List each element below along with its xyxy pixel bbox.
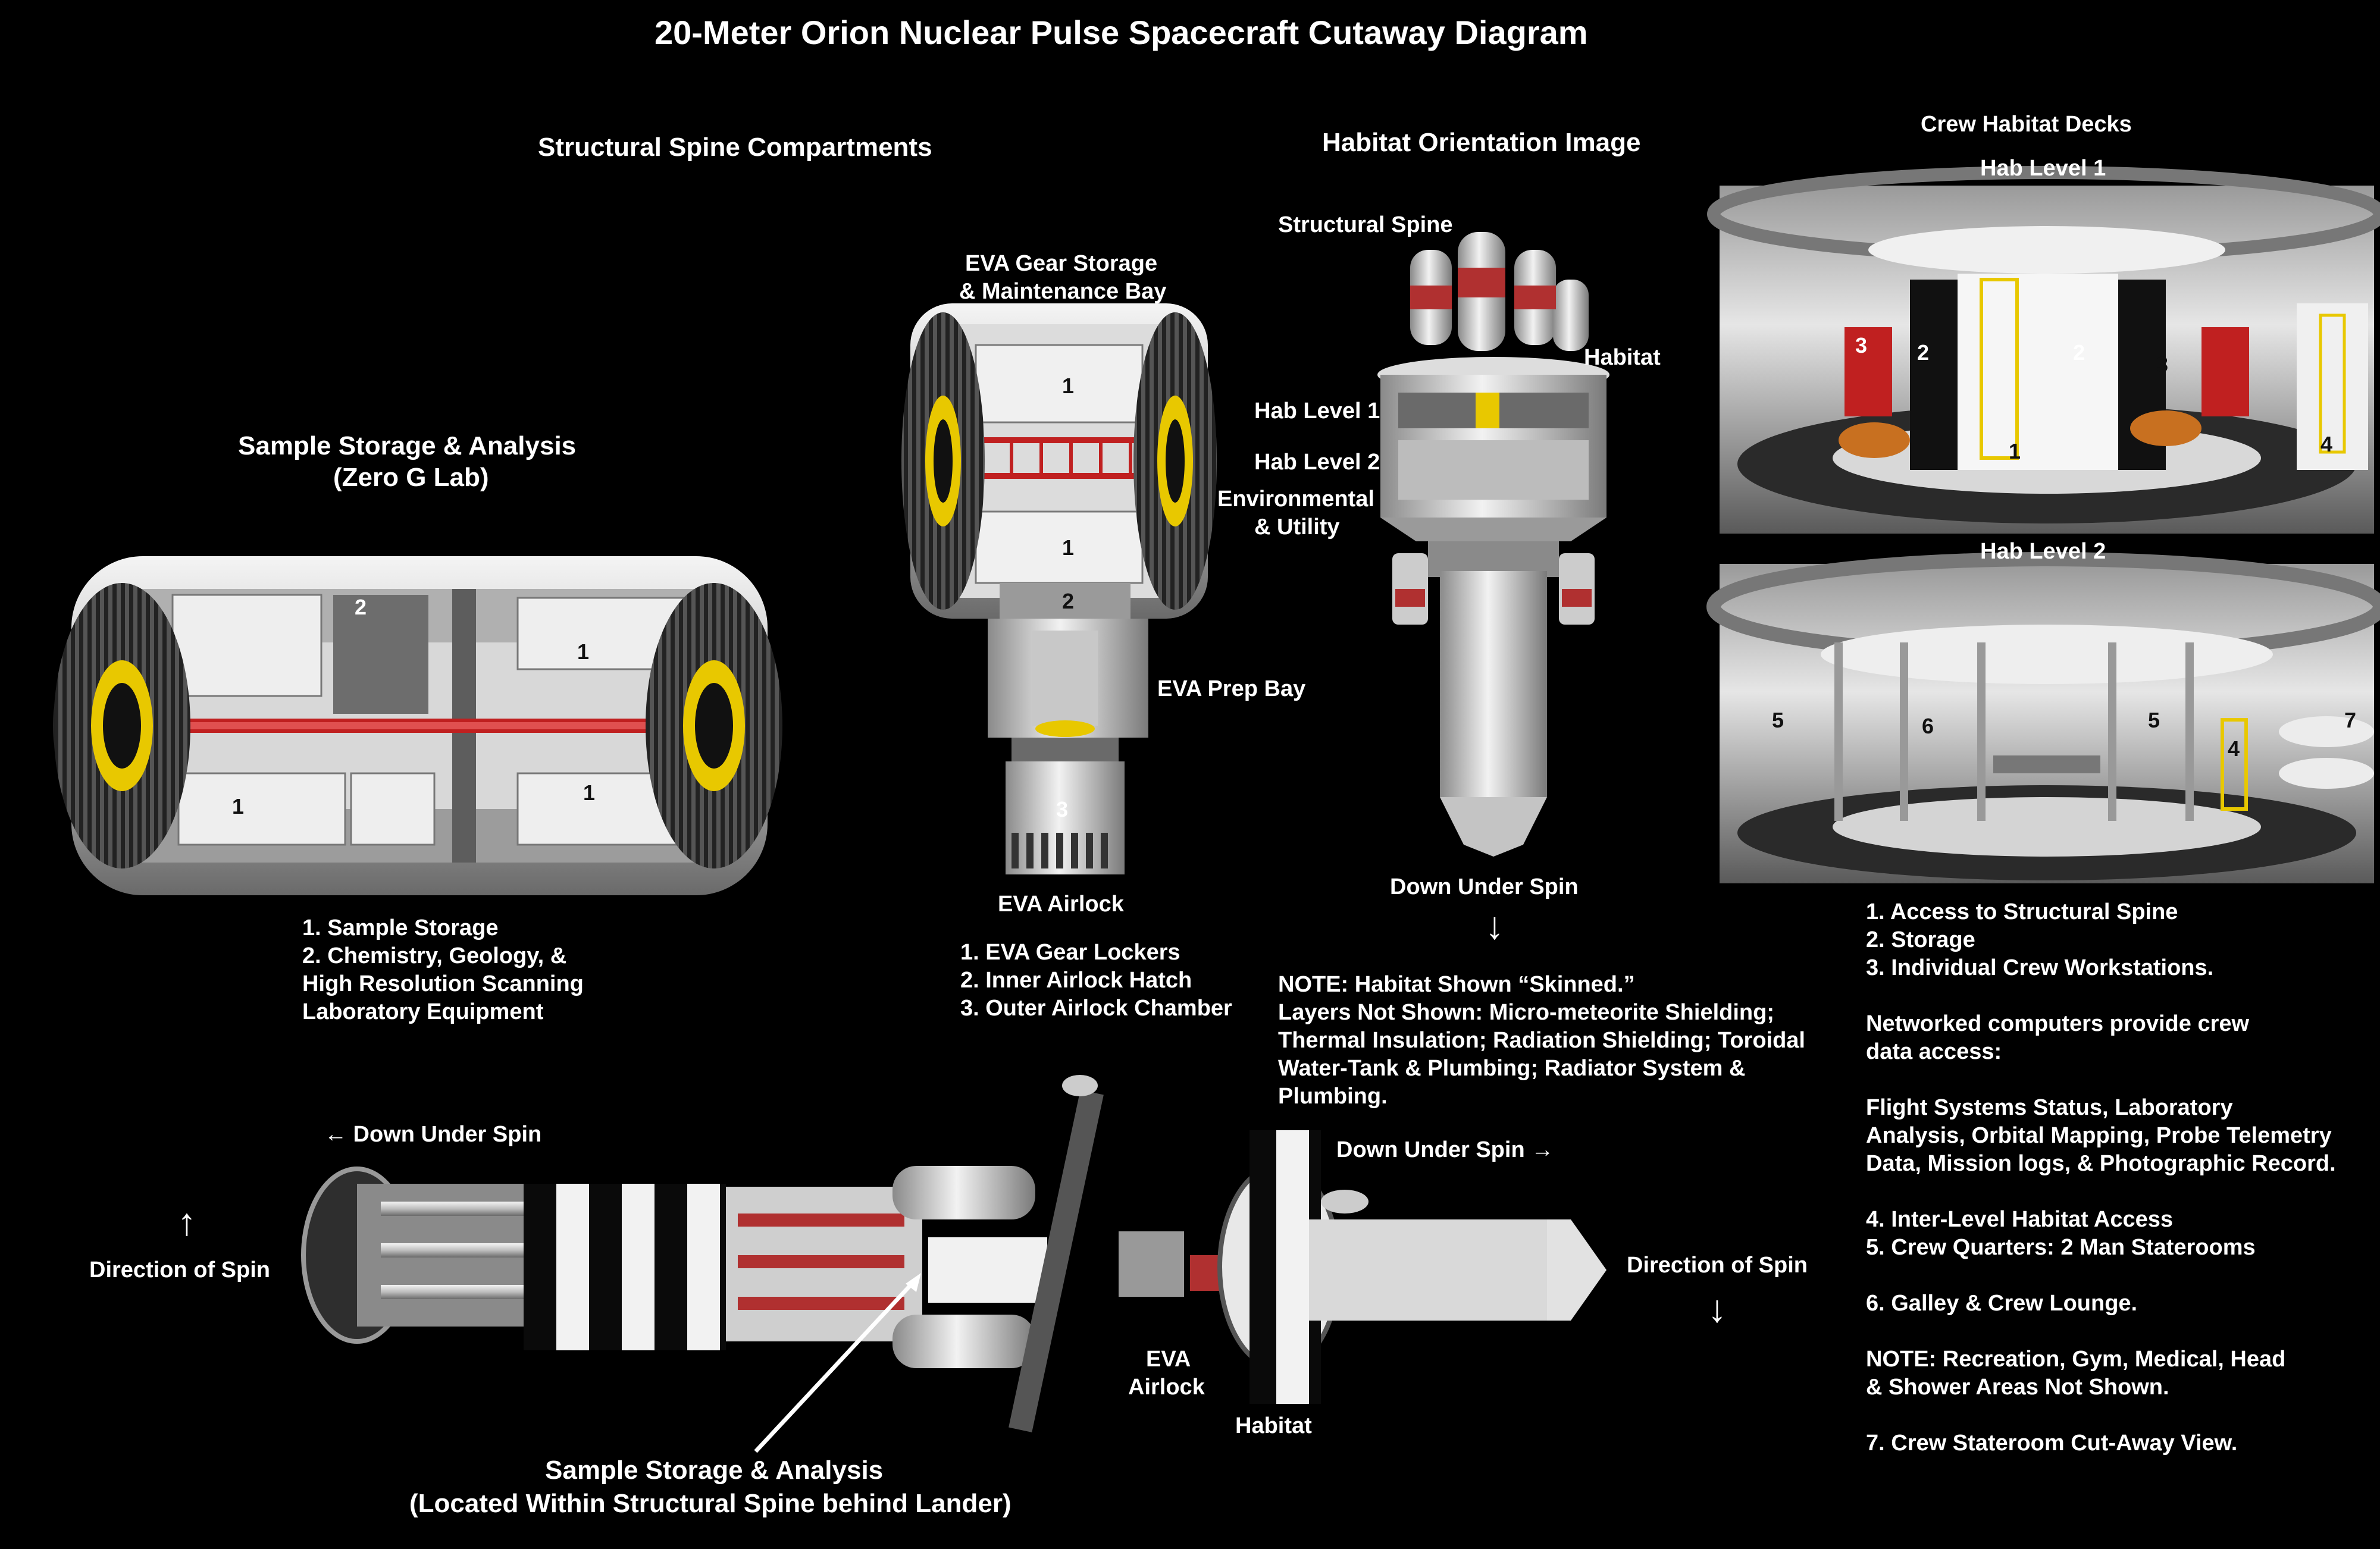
sample-storage-pointer xyxy=(754,1277,918,1453)
legend-line: Flight Systems Status, Laboratory xyxy=(1866,1095,2233,1120)
zero-g-lab-illustration xyxy=(54,556,782,895)
orientation-note-line: Plumbing. xyxy=(1278,1084,1388,1109)
legend-spacer xyxy=(1866,1066,2336,1094)
eva-marker-1: 1 xyxy=(1062,535,1075,560)
legend-spacer xyxy=(1866,1401,2336,1429)
legend-spacer xyxy=(1866,982,2336,1010)
lab-legend-item: High Resolution Scanning xyxy=(302,971,584,996)
page-title: 20-Meter Orion Nuclear Pulse Spacecraft … xyxy=(654,14,1588,51)
up-arrow-icon: ↑ xyxy=(177,1200,196,1243)
deck-hab-level-2-label: Hab Level 2 xyxy=(1980,539,2106,564)
deck1-marker: 3 xyxy=(1855,333,1868,358)
habitat-orientation-illustration xyxy=(1377,232,1609,857)
lab-legend-item: 2. Chemistry, Geology, & xyxy=(302,943,567,968)
orientation-habitat-label: Habitat xyxy=(1584,345,1661,370)
orientation-down-under-spin: Down Under Spin xyxy=(1390,874,1579,899)
legend-line: Networked computers provide crew xyxy=(1866,1011,2250,1036)
eva-legend-item: 3. Outer Airlock Chamber xyxy=(960,996,1232,1021)
eva-prep-bay-label: EVA Prep Bay xyxy=(1157,676,1306,701)
ship-sample-storage-label: Sample Storage & Analysis xyxy=(545,1456,884,1485)
ship-direction-of-spin-left: Direction of Spin xyxy=(89,1258,270,1283)
section-structural-spine-compartments: Structural Spine Compartments xyxy=(538,133,932,162)
ship-direction-of-spin-right: Direction of Spin xyxy=(1627,1253,1808,1278)
legend-line: 7. Crew Stateroom Cut-Away View. xyxy=(1866,1431,2238,1456)
legend-line: & Shower Areas Not Shown. xyxy=(1866,1375,2169,1400)
orientation-note-line: NOTE: Habitat Shown “Skinned.” xyxy=(1278,972,1635,997)
deck1-marker: 1 xyxy=(2009,439,2021,463)
ship-sample-storage-label: (Located Within Structural Spine behind … xyxy=(409,1489,1012,1518)
lab-marker-1: 1 xyxy=(583,780,596,805)
eva-legend-item: 1. EVA Gear Lockers xyxy=(960,940,1180,965)
section-crew-habitat-decks: Crew Habitat Decks xyxy=(1921,112,2132,137)
orientation-environmental-label: & Utility xyxy=(1254,515,1340,540)
lab-title: Sample Storage & Analysis xyxy=(238,431,577,460)
down-arrow-icon: ↓ xyxy=(1708,1287,1727,1330)
legend-line: NOTE: Recreation, Gym, Medical, Head xyxy=(1866,1347,2286,1372)
legend-line: 1. Access to Structural Spine xyxy=(1866,899,2178,924)
deck1-marker: 4 xyxy=(2320,432,2333,456)
orientation-note-line: Layers Not Shown: Micro-meteorite Shield… xyxy=(1278,1000,1774,1025)
spacecraft-side-view-illustration xyxy=(301,1075,1606,1432)
legend-line: 2. Storage xyxy=(1866,927,1975,952)
legend-line: 6. Galley & Crew Lounge. xyxy=(1866,1291,2138,1316)
legend-spacer xyxy=(1866,1178,2336,1206)
lab-legend-item: Laboratory Equipment xyxy=(302,999,544,1024)
legend-line: Analysis, Orbital Mapping, Probe Telemet… xyxy=(1866,1123,2332,1148)
ship-eva-airlock-label: Airlock xyxy=(1128,1375,1205,1400)
ship-down-under-spin-right: Down Under Spin → xyxy=(1336,1137,1554,1162)
hab-level-1-render xyxy=(1707,166,2380,534)
lab-subtitle: (Zero G Lab) xyxy=(333,463,489,492)
eva-marker-1: 1 xyxy=(1062,374,1075,398)
deck2-marker: 5 xyxy=(1772,708,1784,732)
legend-spacer xyxy=(1866,1318,2336,1346)
legend-line: 5. Crew Quarters: 2 Man Staterooms xyxy=(1866,1235,2256,1260)
deck2-marker: 6 xyxy=(1922,714,1934,738)
eva-compartments-illustration xyxy=(901,303,1217,874)
orientation-note-line: Thermal Insulation; Radiation Shielding;… xyxy=(1278,1028,1805,1053)
deck1-marker: 3 xyxy=(2156,352,2169,377)
deck2-marker: 4 xyxy=(2228,736,2240,761)
deck2-marker: 5 xyxy=(2148,708,2160,732)
down-arrow-icon: ↓ xyxy=(1485,904,1504,947)
orientation-hab-level-2-label: Hab Level 2 xyxy=(1254,450,1380,475)
lab-marker-1: 1 xyxy=(232,794,245,819)
section-habitat-orientation-image: Habitat Orientation Image xyxy=(1322,128,1641,157)
ship-down-under-spin-left: ← Down Under Spin xyxy=(324,1122,542,1147)
hab-level-2-render xyxy=(1706,552,2380,883)
orientation-environmental-label: Environmental xyxy=(1217,487,1374,512)
ship-habitat-label: Habitat xyxy=(1235,1413,1312,1438)
deck2-marker: 7 xyxy=(2344,708,2357,732)
deck1-marker: 2 xyxy=(1917,340,1930,365)
orientation-note-line: Water-Tank & Plumbing; Radiator System & xyxy=(1278,1056,1746,1081)
eva-legend-item: 2. Inner Airlock Hatch xyxy=(960,968,1192,993)
lab-legend-item: 1. Sample Storage xyxy=(302,915,499,940)
crew-deck-legend: 1. Access to Structural Spine 2. Storage… xyxy=(1866,898,2336,1457)
eva-marker-3: 3 xyxy=(1056,797,1069,821)
legend-line: 3. Individual Crew Workstations. xyxy=(1866,955,2214,980)
eva-airlock-label: EVA Airlock xyxy=(998,892,1124,917)
legend-line: data access: xyxy=(1866,1039,2002,1064)
legend-spacer xyxy=(1866,1262,2336,1290)
eva-marker-2: 2 xyxy=(1062,589,1075,613)
ship-eva-airlock-label: EVA xyxy=(1146,1347,1191,1372)
orientation-hab-level-1-label: Hab Level 1 xyxy=(1254,399,1380,424)
eva-storage-label: EVA Gear Storage xyxy=(965,251,1158,276)
deck-hab-level-1-label: Hab Level 1 xyxy=(1980,156,2106,181)
eva-storage-label: & Maintenance Bay xyxy=(959,279,1167,304)
orientation-structural-spine-label: Structural Spine xyxy=(1278,212,1453,237)
legend-line: 4. Inter-Level Habitat Access xyxy=(1866,1207,2174,1232)
legend-line: Data, Mission logs, & Photographic Recor… xyxy=(1866,1151,2336,1176)
lab-marker-2: 2 xyxy=(355,595,367,619)
deck1-marker: 2 xyxy=(2073,340,2085,365)
lab-marker-1: 1 xyxy=(577,639,590,664)
